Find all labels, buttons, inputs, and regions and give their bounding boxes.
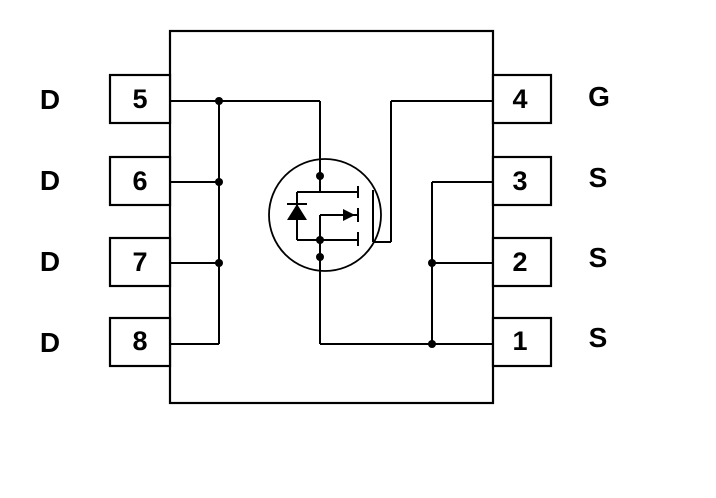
junction-dot: [316, 172, 324, 180]
diode-icon: [287, 191, 320, 241]
package-body: [168, 29, 495, 405]
junction-dot: [215, 259, 223, 267]
pin-7-label: D: [40, 246, 60, 277]
gate-wiring: [373, 100, 493, 243]
pin-7-number: 7: [132, 247, 147, 277]
pin-3: 3 S: [491, 155, 608, 207]
drain-wiring: [170, 97, 321, 345]
pin-3-label: S: [589, 162, 608, 193]
pin-3-number: 3: [512, 166, 527, 196]
pin-4: 4 G: [491, 73, 610, 125]
pin-8-number: 8: [132, 326, 147, 356]
left-pins: 5 D 6 D 7 D 8 D: [40, 73, 172, 368]
pin-8-box: [108, 316, 172, 368]
source-wiring: [319, 181, 493, 348]
pin-8: 8 D: [40, 316, 172, 368]
pin-6-label: D: [40, 165, 60, 196]
right-pins: 4 G 3 S 2 S 1 S: [491, 73, 610, 368]
pin-5: 5 D: [40, 73, 172, 125]
junction-dot: [428, 340, 436, 348]
pin-2-number: 2: [512, 247, 527, 277]
pin-4-number: 4: [512, 84, 527, 114]
diode-triangle: [287, 204, 307, 220]
n-channel-mosfet-icon: [268, 158, 382, 272]
pin-6: 6 D: [40, 155, 172, 207]
pin-5-label: D: [40, 84, 60, 115]
pin-5-number: 5: [132, 84, 147, 114]
pin-1-number: 1: [512, 326, 527, 356]
junction-dot: [316, 253, 324, 261]
pin-2-label: S: [589, 242, 608, 273]
junction-dot: [215, 178, 223, 186]
junction-dot: [428, 259, 436, 267]
mosfet-circle: [268, 158, 382, 272]
pin-1: 1 S: [491, 316, 608, 368]
pin-4-label: G: [588, 81, 610, 112]
body-arrow-icon: [343, 209, 355, 221]
pin-5-box: [108, 73, 172, 125]
junction-dot: [215, 97, 223, 105]
pin-3-box: [491, 155, 553, 207]
pin-7: 7 D: [40, 236, 172, 288]
pin-2: 2 S: [491, 236, 608, 288]
pin-4-box: [491, 73, 553, 125]
pin-6-box: [108, 155, 172, 207]
pin-8-label: D: [40, 327, 60, 358]
pin-1-label: S: [589, 322, 608, 353]
pin-6-number: 6: [132, 166, 147, 196]
pin-1-box: [491, 316, 553, 368]
